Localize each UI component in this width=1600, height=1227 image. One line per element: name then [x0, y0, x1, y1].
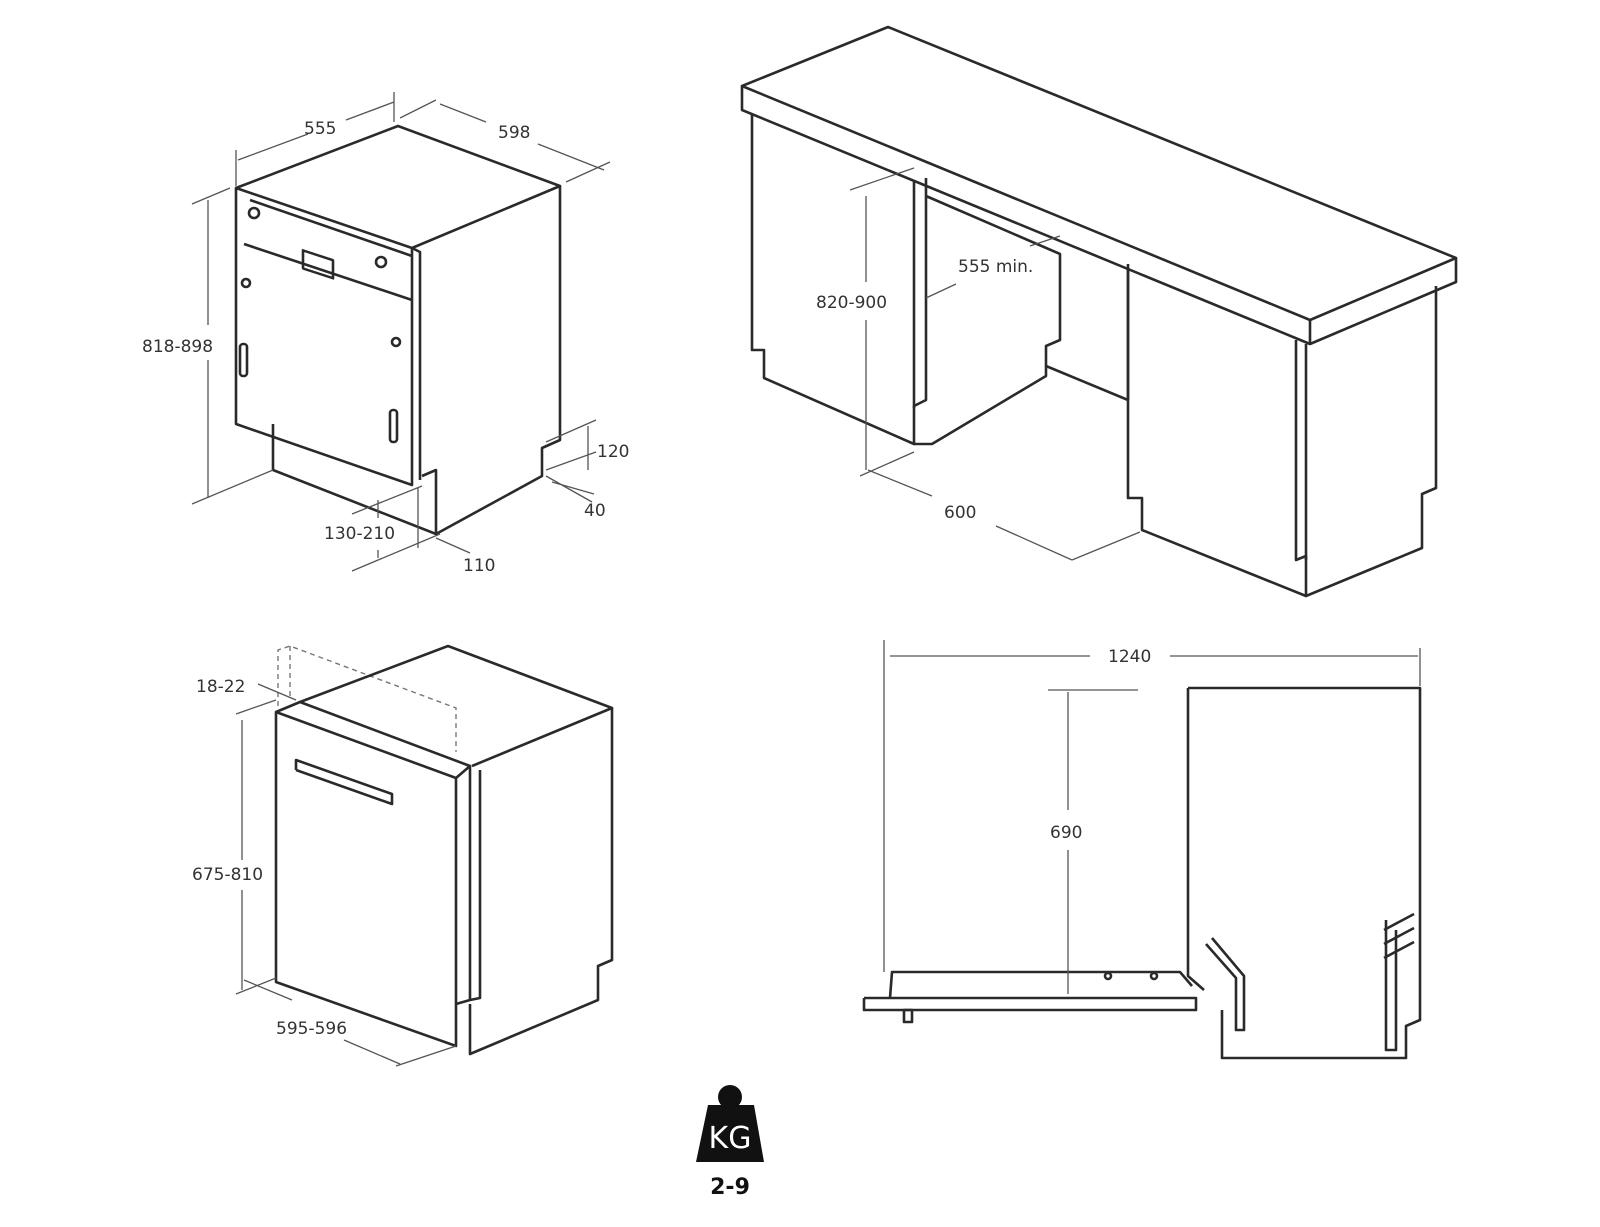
- weight-icon: KG 2-9: [696, 1085, 764, 1200]
- height-label: 818-898: [142, 337, 213, 357]
- weight-unit-label: KG: [709, 1121, 752, 1156]
- figure-door-open: 1240 690: [862, 640, 1422, 1060]
- plinth-offset-label: 110: [463, 556, 495, 576]
- weight-range-label: 2-9: [710, 1175, 750, 1200]
- depth-label: 598: [498, 123, 530, 143]
- figure-installation: 820-900 555 min. 600: [740, 25, 1458, 598]
- figure-fully-integrated: 18-22 675-810 595-596: [192, 644, 614, 1067]
- figure-semi-integrated: 555 598 818-898 120 40 130-210 110: [142, 92, 629, 576]
- panel-height-label: 675-810: [192, 865, 263, 885]
- install-depth-label: 600: [944, 503, 976, 523]
- width-label: 555: [304, 119, 336, 139]
- install-height-label: 820-900: [816, 293, 887, 313]
- plinth-height-label: 120: [597, 442, 629, 462]
- plinth-depth-label: 40: [584, 501, 606, 521]
- open-height-label: 690: [1050, 823, 1082, 843]
- panel-width-label: 595-596: [276, 1019, 347, 1039]
- open-depth-label: 1240: [1108, 647, 1151, 667]
- plinth-range-label: 130-210: [324, 524, 395, 544]
- panel-thickness-label: 18-22: [196, 677, 245, 697]
- niche-width-label: 555 min.: [958, 257, 1033, 277]
